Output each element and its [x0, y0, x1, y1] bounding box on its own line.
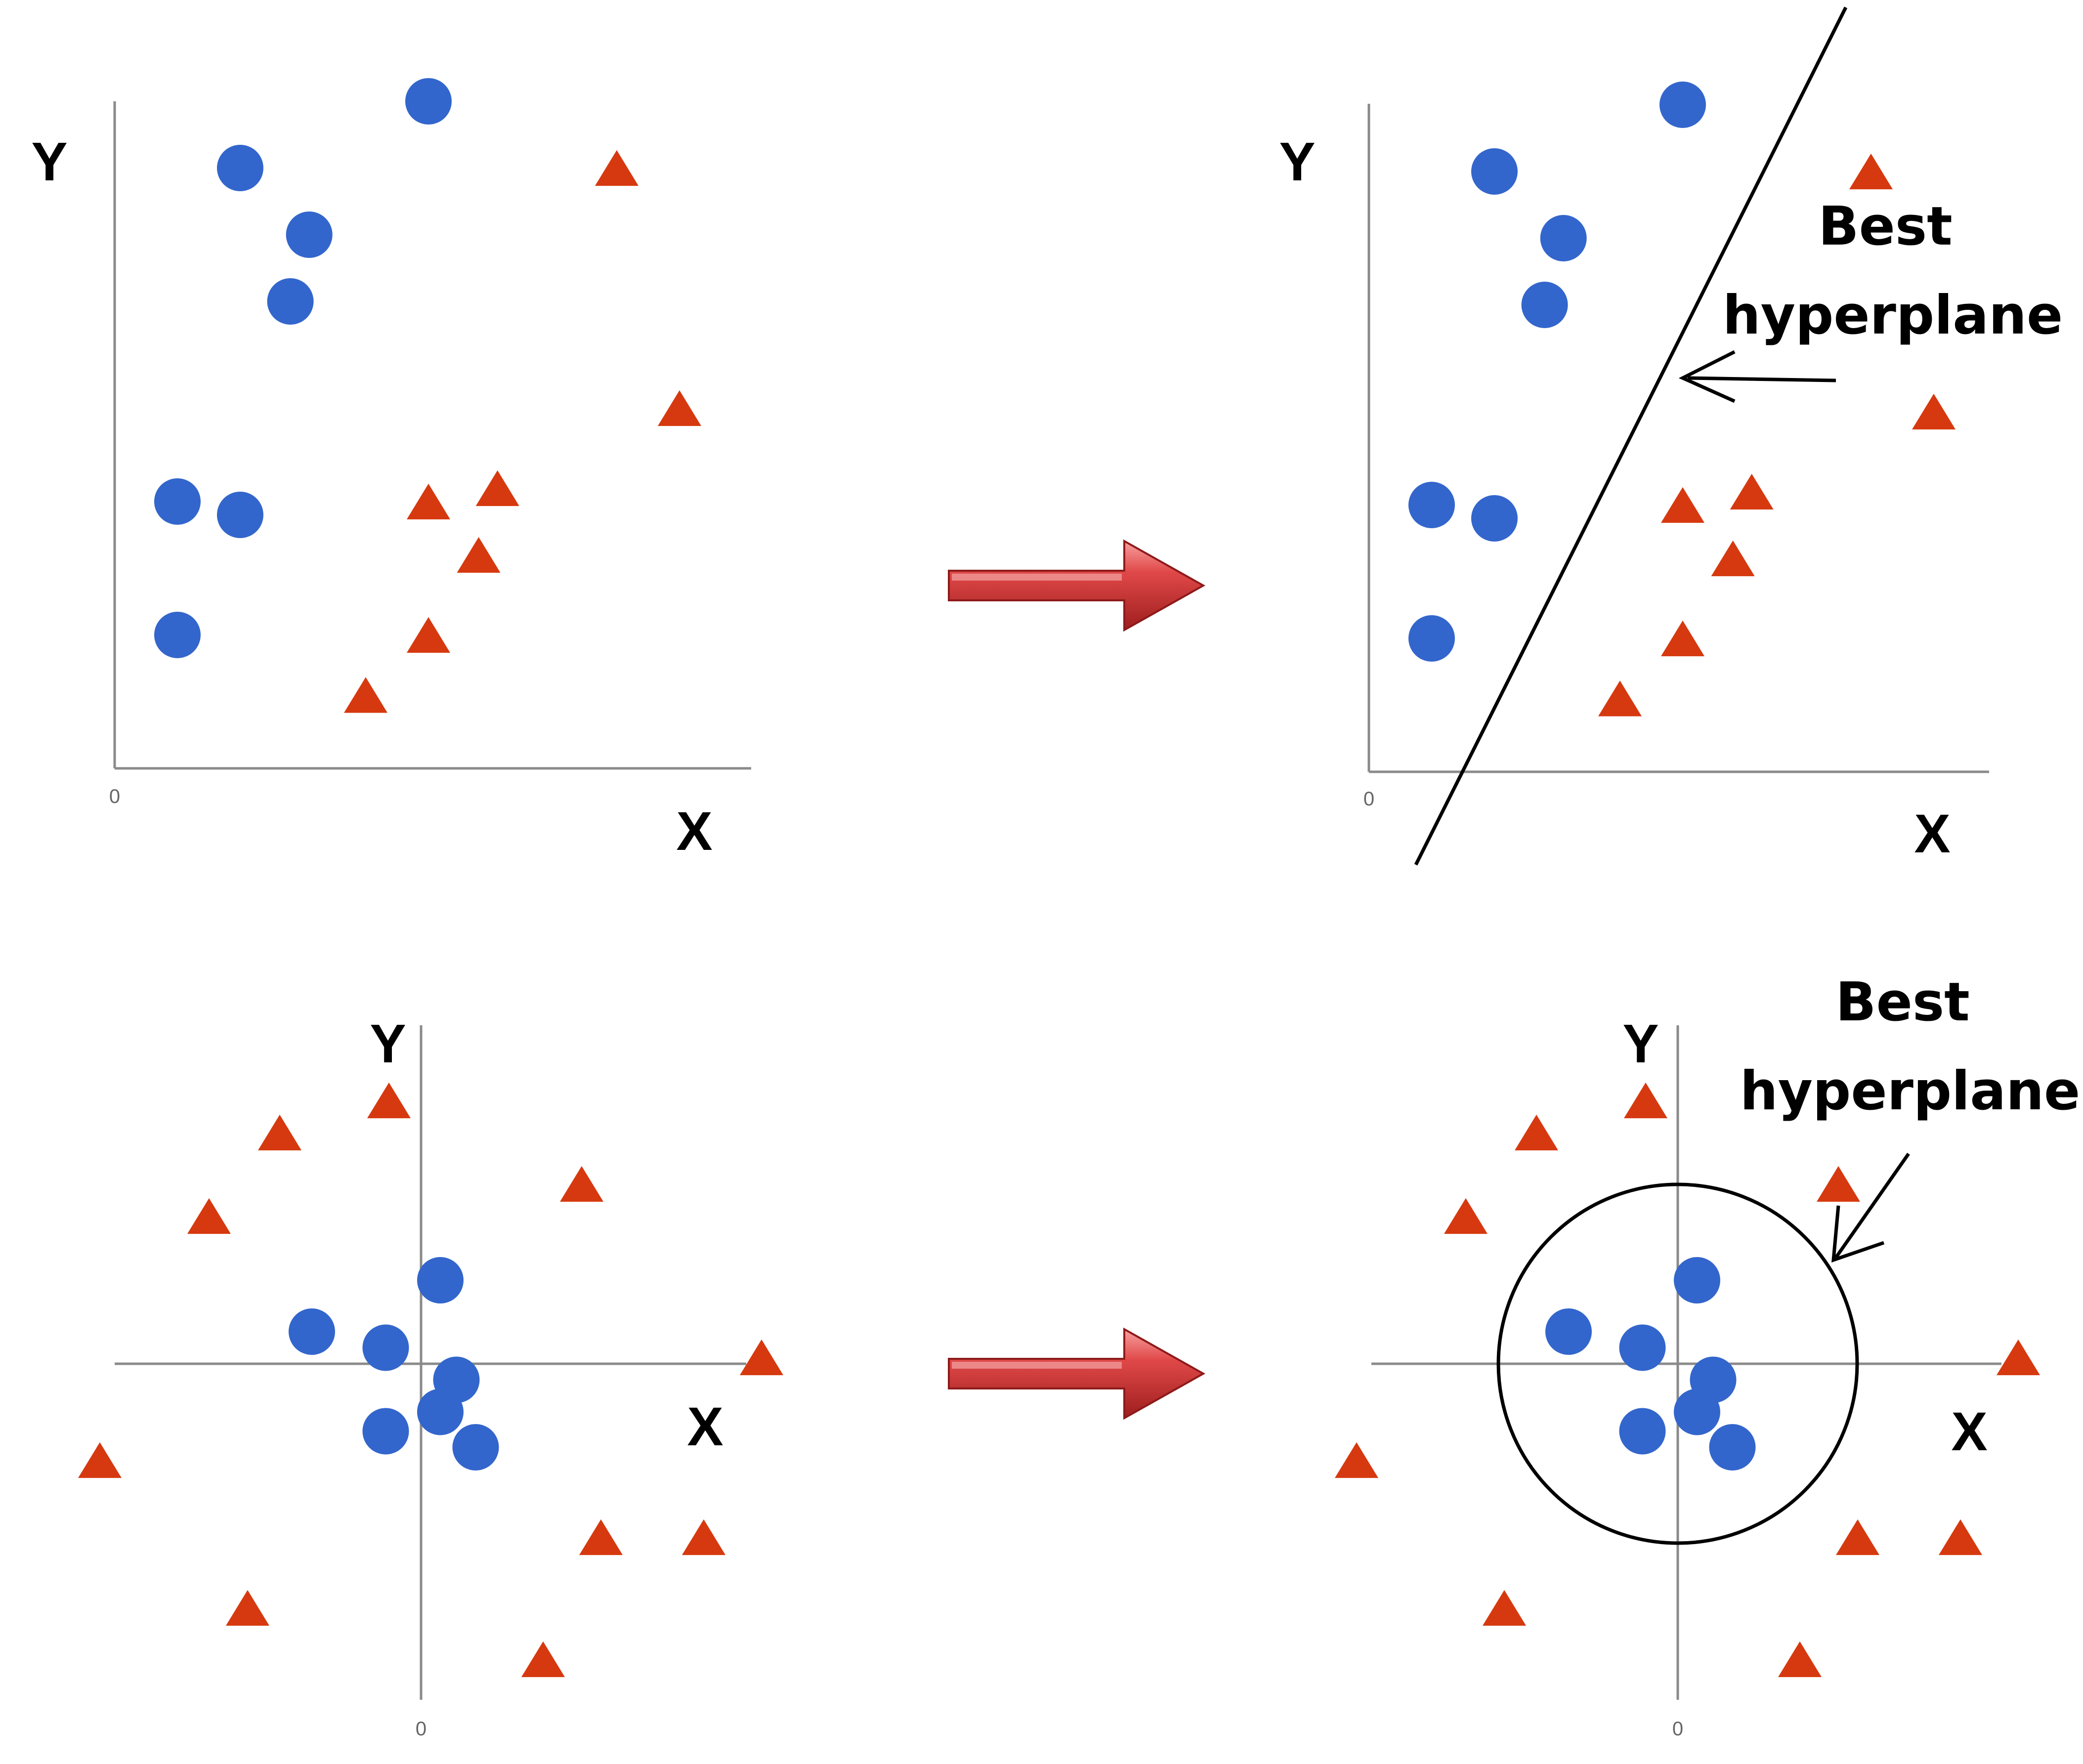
- x-axis-label: X: [676, 801, 712, 862]
- circle-data-point: [417, 1388, 464, 1435]
- circle-data-point: [267, 278, 314, 325]
- y-axis-label: Y: [31, 131, 67, 192]
- triangle-data-point: [682, 1519, 725, 1555]
- triangle-data-point: [1335, 1442, 1378, 1478]
- triangle-data-point: [258, 1114, 301, 1151]
- panel-circular-after: Y X 0 Best hyperplane: [1335, 971, 2080, 1740]
- triangle-data-point: [658, 390, 701, 426]
- triangle-data-point: [595, 150, 638, 186]
- y-axis-label: Y: [1279, 131, 1315, 192]
- triangle-data-point: [1912, 393, 1955, 430]
- circle-data-point: [1674, 1388, 1720, 1435]
- triangle-data-point: [1997, 1339, 2040, 1376]
- circle-data-point: [405, 78, 452, 125]
- y-axis-label: Y: [1622, 1013, 1658, 1074]
- annotation-line-2: hyperplane: [1740, 1060, 2080, 1122]
- circle-data-point: [217, 492, 263, 538]
- annotation-arrow-icon: [1678, 350, 1836, 403]
- circle-data-point: [1709, 1424, 1756, 1470]
- circle-data-point: [289, 1308, 335, 1355]
- origin-tick-label: 0: [416, 1718, 426, 1740]
- circle-data-point: [362, 1408, 409, 1455]
- triangle-data-point: [1661, 487, 1704, 523]
- circle-data-point: [154, 478, 201, 525]
- annotation-line-1: Best: [1818, 196, 1952, 257]
- origin-tick-label: 0: [109, 786, 120, 807]
- triangle-data-point: [407, 617, 450, 653]
- hyperplane-line: [1414, 6, 1848, 866]
- circle-data-point: [417, 1257, 464, 1303]
- triangle-data-point: [78, 1442, 122, 1478]
- annotation-line-1: Best: [1835, 971, 1969, 1033]
- triangle-data-point: [740, 1339, 783, 1376]
- circle-data-point: [452, 1424, 499, 1470]
- triangle-data-point: [521, 1641, 565, 1678]
- y-axis-label: Y: [370, 1013, 406, 1074]
- triangle-data-point: [1661, 620, 1704, 657]
- data-marks: [1335, 1082, 2040, 1678]
- annotation-arrow-icon: [1831, 1152, 1910, 1263]
- circle-data-point: [362, 1324, 409, 1371]
- data-marks: [78, 1082, 783, 1678]
- hyperplane-circle: [1496, 1182, 1859, 1545]
- transition-arrow-icon: [948, 539, 1206, 632]
- circle-data-point: [1619, 1408, 1666, 1455]
- circle-data-point: [1471, 148, 1518, 195]
- triangle-data-point: [1849, 153, 1893, 190]
- x-axis-label: X: [1914, 803, 1950, 864]
- triangle-data-point: [579, 1519, 623, 1555]
- triangle-data-point: [1711, 540, 1755, 577]
- data-marks: [1408, 82, 1955, 716]
- triangle-data-point: [1483, 1590, 1526, 1626]
- triangle-data-point: [457, 537, 501, 573]
- triangle-data-point: [1515, 1114, 1558, 1151]
- panel-circular-before: Y X 0: [78, 1013, 783, 1740]
- circle-data-point: [1408, 482, 1455, 528]
- triangle-data-point: [1598, 680, 1642, 716]
- circle-data-point: [286, 211, 333, 258]
- triangle-data-point: [407, 483, 450, 520]
- triangle-data-point: [1730, 473, 1774, 510]
- triangle-data-point: [560, 1166, 603, 1202]
- panel-linear-after: Y X 0 Best hyperplane: [1279, 6, 2063, 866]
- triangle-data-point: [1778, 1641, 1822, 1678]
- circle-data-point: [1619, 1324, 1666, 1371]
- circle-data-point: [154, 612, 201, 658]
- triangle-data-point: [226, 1590, 269, 1626]
- triangle-data-point: [1836, 1519, 1879, 1555]
- circle-data-point: [1540, 215, 1587, 261]
- triangle-data-point: [1624, 1082, 1667, 1119]
- triangle-data-point: [367, 1082, 411, 1119]
- transition-arrow-icon: [948, 1327, 1206, 1420]
- annotation-line-2: hyperplane: [1723, 285, 2063, 346]
- triangle-data-point: [475, 470, 519, 506]
- circle-data-point: [217, 145, 263, 191]
- circle-data-point: [1659, 82, 1706, 128]
- data-marks: [154, 78, 701, 713]
- triangle-data-point: [1444, 1198, 1488, 1234]
- circle-data-point: [1545, 1308, 1592, 1355]
- triangle-data-point: [1939, 1519, 1982, 1555]
- triangle-data-point: [344, 677, 387, 713]
- origin-tick-label: 0: [1672, 1718, 1683, 1740]
- panel-linear-before: Y X 0: [31, 78, 751, 862]
- x-axis-label: X: [1951, 1401, 1987, 1462]
- triangle-data-point: [1817, 1166, 1860, 1202]
- circle-data-point: [1408, 615, 1455, 662]
- x-axis-label: X: [687, 1396, 723, 1457]
- circle-data-point: [1674, 1257, 1720, 1303]
- circle-data-point: [1471, 495, 1518, 542]
- triangle-data-point: [187, 1198, 231, 1234]
- origin-tick-label: 0: [1363, 788, 1374, 810]
- circle-data-point: [1521, 282, 1568, 328]
